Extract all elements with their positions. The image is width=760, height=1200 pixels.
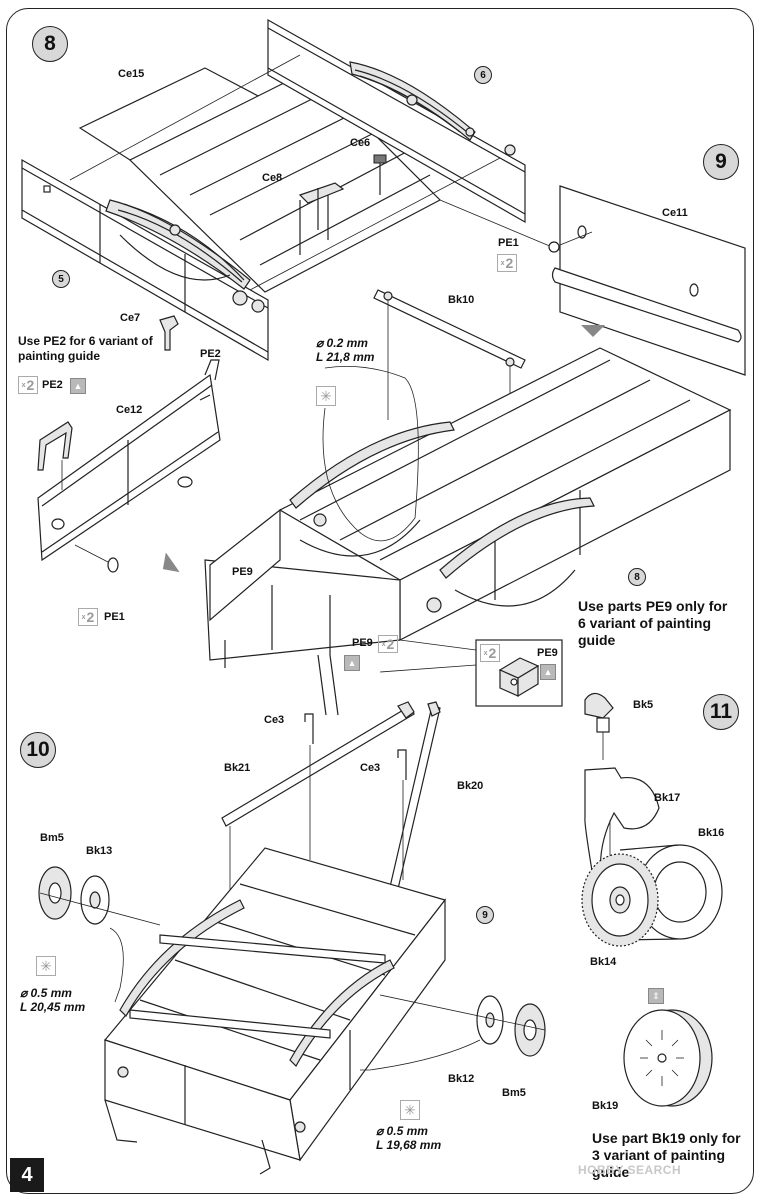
bend-wire-icon: ✳ [316,386,336,406]
part-ce3-left [304,713,314,744]
part-ce7 [159,315,179,351]
wire-diameter: ⌀ 0.2 mm [316,336,368,350]
label-ce12: Ce12 [116,404,143,416]
bend-wire-icon-right: ✳ [400,1100,420,1120]
label-ce7: Ce7 [120,312,141,324]
label-pe1-bottom: PE1 [104,611,125,623]
step9-drawing [37,185,746,716]
label-pe2-icon: PE2 [42,379,63,391]
step11-drawing [581,692,723,1107]
body-leaf-spring-right [439,497,595,579]
label-ce6: Ce6 [350,137,371,149]
part-bk21 [221,705,415,827]
label-bk12: Bk12 [448,1073,475,1085]
part-ce6 [373,154,387,164]
note-pe9: Use parts PE9 only for 6 variant of pain… [578,598,728,648]
photo-etch-icon-pe2: ▲ [70,378,86,394]
wire-right-length: L 19,68 mm [376,1138,442,1152]
step-number-10: 10 [20,732,56,768]
label-pe1-top: PE1 [498,237,519,249]
label-bk16: Bk16 [698,827,725,839]
label-bk19: Bk19 [592,1100,619,1112]
wire-left-length: L 20,45 mm [20,1000,86,1014]
wire-dimension-step9: ⌀ 0.2 mm L 21,8 mm [316,336,374,364]
subassembly-5: 5 [52,270,70,288]
label-bm5-right: Bm5 [502,1087,526,1099]
label-bk20: Bk20 [457,780,484,792]
subassembly-6: 6 [474,66,492,84]
page-frame [6,8,754,1194]
part-pe1-top [548,241,560,253]
alternate-swap-icon: ⇕ [648,988,664,1004]
part-bk17 [584,767,660,884]
step-number-8: 8 [32,26,68,62]
side-wall-front [21,158,269,362]
label-bk17: Bk17 [654,792,681,804]
photo-etch-icon-pe9-mid: ▲ [344,655,360,671]
subassembly-9: 9 [476,906,494,924]
label-pe9-mid: PE9 [352,637,373,649]
body-leaf-spring-left [289,421,455,509]
axle-spring-left [119,899,245,1017]
part-ce3-right [397,749,407,780]
label-bk14: Bk14 [590,956,617,968]
label-bk10: Bk10 [448,294,475,306]
part-bk10 [373,289,526,369]
part-pe2 [37,421,73,471]
label-ce3-right: Ce3 [360,762,381,774]
page-number: 4 [10,1158,44,1192]
label-ce15: Ce15 [118,68,145,80]
note-pe2: Use PE2 for 6 variant of painting guide [18,334,153,363]
note-bk19: Use part Bk19 only for 3 variant of pain… [592,1130,741,1180]
part-ce8 [298,182,345,204]
part-bk5 [584,692,614,719]
label-ce3-left: Ce3 [264,714,285,726]
part-ce12 [37,373,221,562]
label-pe9-detail: PE9 [537,647,558,659]
label-pe9-left: PE9 [232,566,253,578]
part-pe1-bottom [107,557,119,573]
subassembly-8: 8 [628,568,646,586]
step-number-9: 9 [703,144,739,180]
step8-drawing [21,18,596,362]
wire-right-diameter: ⌀ 0.5 mm [376,1124,428,1138]
wire-length: L 21,8 mm [316,350,375,364]
wire-dimension-left: ⌀ 0.5 mm L 20,45 mm [20,986,85,1014]
leaf-spring-5 [105,199,251,290]
label-ce8: Ce8 [262,172,283,184]
watermark-logo: HOBBY SEARCH [578,1163,682,1177]
label-bk13: Bk13 [86,845,113,857]
photo-etch-icon-pe9-detail: ▲ [540,664,556,680]
bend-wire-icon-left: ✳ [36,956,56,976]
wire-left-diameter: ⌀ 0.5 mm [20,986,72,1000]
label-bk5: Bk5 [633,699,654,711]
label-bm5-left: Bm5 [40,832,64,844]
step10-drawing [38,701,546,1175]
wire-dimension-right: ⌀ 0.5 mm L 19,68 mm [376,1124,441,1152]
label-bk21: Bk21 [224,762,251,774]
step-number-11: 11 [703,694,739,730]
label-pe2: PE2 [200,348,221,360]
label-ce11: Ce11 [662,207,688,219]
